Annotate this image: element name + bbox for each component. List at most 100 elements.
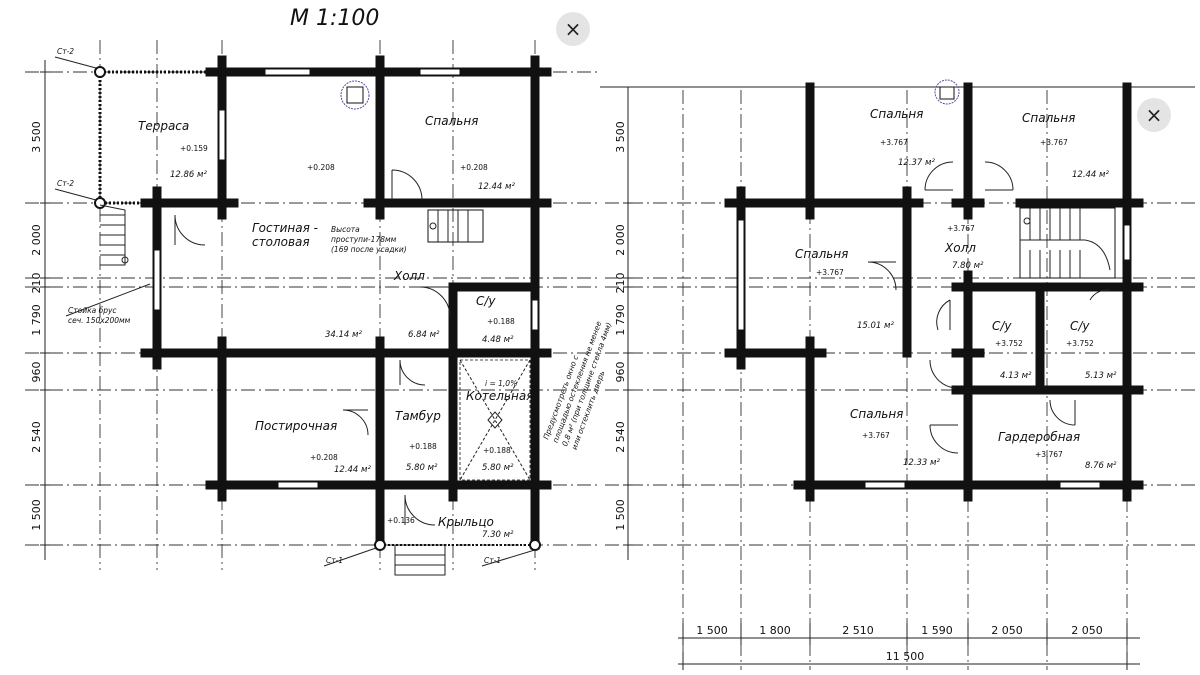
chimney-symbol bbox=[340, 80, 370, 110]
right-windows bbox=[737, 219, 1131, 489]
r-room-wardrobe-name: Гардеробная bbox=[998, 430, 1080, 444]
room-living-level: +0.208 bbox=[307, 163, 335, 172]
r-room-bed-bot-area: 12.33 м² bbox=[903, 458, 940, 468]
r-room-bed-bot-name: Спальня bbox=[850, 407, 903, 421]
porch-outline bbox=[374, 484, 541, 551]
room-living-name2: столовая bbox=[252, 235, 310, 249]
window-note: Предусмотреть окно с площадью остекления… bbox=[541, 320, 613, 451]
room-hall-area: 6.84 м² bbox=[408, 330, 440, 340]
room-living-area: 34.14 м² bbox=[325, 330, 362, 340]
r-room-wardrobe-level: +3.767 bbox=[1035, 450, 1063, 459]
boiler-room-hatch bbox=[459, 359, 531, 481]
dim-210: 210 bbox=[30, 273, 43, 294]
h-dim-2: 1 800 bbox=[759, 624, 791, 637]
room-laundry-name: Постирочная bbox=[255, 419, 337, 433]
r-room-hall-area: 7.80 м² bbox=[952, 261, 984, 271]
post-note-1: Стойка брус bbox=[68, 306, 117, 315]
r-dim-210: 210 bbox=[614, 273, 627, 294]
left-stairs bbox=[99, 204, 484, 576]
dim-2000: 2 000 bbox=[30, 224, 43, 256]
room-porch-name: Крыльцо bbox=[438, 515, 494, 529]
r-room-bed-bot-level: +3.767 bbox=[862, 431, 890, 440]
room-vestibule-level: +0.188 bbox=[409, 442, 437, 451]
r-room-bed-mid-l-area: 15.01 м² bbox=[857, 321, 894, 331]
left-doors bbox=[174, 169, 451, 526]
r-room-bed-mid-l-name: Спальня bbox=[795, 247, 848, 261]
room-terrace-name: Терраса bbox=[138, 119, 189, 133]
dim-2540: 2 540 bbox=[30, 421, 43, 453]
stair-note-2: проступи-178мм bbox=[331, 235, 397, 244]
room-porch-area: 7.30 м² bbox=[482, 530, 514, 540]
room-laundry-area: 12.44 м² bbox=[334, 465, 371, 475]
left-windows bbox=[153, 68, 539, 489]
left-axis-lines bbox=[25, 40, 600, 570]
room-living-name: Гостиная - bbox=[252, 221, 318, 235]
room-terrace-level: +0.159 bbox=[180, 144, 208, 153]
r-dim-2540: 2 540 bbox=[614, 421, 627, 453]
room-boiler-slope: i = 1,0% bbox=[485, 379, 517, 388]
r-room-wc-b-level: +3.752 bbox=[1066, 339, 1094, 348]
label-st1-left: Ст-1 bbox=[326, 556, 343, 565]
left-vertical-dimension: 3 500 2 000 210 1 790 960 2 540 1 500 bbox=[30, 60, 50, 560]
r-room-wardrobe-area: 8.76 м² bbox=[1085, 461, 1117, 471]
r-room-bed-mid-l-level: +3.767 bbox=[816, 268, 844, 277]
room-bedroom-level: +0.208 bbox=[460, 163, 488, 172]
room-porch-level: +0.136 bbox=[387, 516, 415, 525]
room-vestibule-name: Тамбур bbox=[395, 409, 441, 423]
h-dim-6: 2 050 bbox=[1071, 624, 1103, 637]
r-room-wc-a-area: 4.13 м² bbox=[1000, 371, 1032, 381]
dim-3500: 3 500 bbox=[30, 121, 43, 153]
label-st1-right: Ст-1 bbox=[484, 556, 501, 565]
room-wc-area: 4.48 м² bbox=[482, 335, 514, 345]
h-dim-3: 2 510 bbox=[842, 624, 874, 637]
stair-note-3: (169 после усадки) bbox=[331, 245, 407, 254]
r-dim-1790: 1 790 bbox=[614, 304, 627, 336]
r-room-bed-top-r-level: +3.767 bbox=[1040, 138, 1068, 147]
r-room-bed-top-l-name: Спальня bbox=[870, 107, 923, 121]
r-room-bed-top-l-level: +3.767 bbox=[880, 138, 908, 147]
r-dim-3500: 3 500 bbox=[614, 121, 627, 153]
right-horizontal-dimension: 1 500 1 800 2 510 1 590 2 050 2 050 11 5… bbox=[678, 623, 1140, 670]
r-room-wc-a-level: +3.752 bbox=[995, 339, 1023, 348]
h-dim-total: 11 500 bbox=[886, 650, 925, 663]
room-vestibule-area: 5.80 м² bbox=[406, 463, 438, 473]
right-vertical-dimension: 3 500 2 000 210 1 790 960 2 540 1 500 bbox=[614, 87, 633, 560]
room-wc-level: +0.188 bbox=[487, 317, 515, 326]
h-dim-4: 1 590 bbox=[921, 624, 953, 637]
r-room-bed-top-l-area: 12.37 м² bbox=[898, 158, 935, 168]
right-plan: 3 500 2 000 210 1 790 960 2 540 1 500 bbox=[600, 79, 1195, 670]
stair-note-1: Высота bbox=[331, 225, 360, 234]
close-button-left[interactable]: × bbox=[556, 12, 590, 46]
left-plan: М 1:100 bbox=[25, 6, 614, 576]
room-wc-name: С/у bbox=[476, 294, 496, 308]
room-boiler-area: 5.80 м² bbox=[482, 463, 514, 473]
r-room-wc-a-name: С/у bbox=[992, 319, 1012, 333]
r-room-hall-level: +3.767 bbox=[947, 224, 975, 233]
r-dim-960: 960 bbox=[614, 362, 627, 383]
dim-1790: 1 790 bbox=[30, 304, 43, 336]
right-chimney-symbol bbox=[934, 79, 960, 105]
h-dim-1: 1 500 bbox=[696, 624, 728, 637]
room-bedroom-name: Спальня bbox=[425, 114, 478, 128]
r-room-hall-name: Холл bbox=[944, 241, 976, 255]
room-bedroom-area: 12.44 м² bbox=[478, 182, 515, 192]
room-boiler-name: Котельная bbox=[466, 389, 533, 403]
room-laundry-level: +0.208 bbox=[310, 453, 338, 462]
close-button-right[interactable]: × bbox=[1137, 98, 1171, 132]
dim-960: 960 bbox=[30, 362, 43, 383]
r-room-bed-top-r-name: Спальня bbox=[1022, 111, 1075, 125]
dim-1500: 1 500 bbox=[30, 499, 43, 531]
label-st2-mid: Ст-2 bbox=[57, 179, 74, 188]
scale-title: М 1:100 bbox=[290, 6, 379, 31]
r-room-bed-top-r-area: 12.44 м² bbox=[1072, 170, 1109, 180]
room-boiler-level: +0.188 bbox=[483, 446, 511, 455]
post-note-2: сеч. 150х200мм bbox=[68, 316, 131, 325]
room-terrace-area: 12.86 м² bbox=[170, 170, 207, 180]
h-dim-5: 2 050 bbox=[991, 624, 1023, 637]
r-dim-2000: 2 000 bbox=[614, 224, 627, 256]
room-hall-name: Холл bbox=[393, 269, 425, 283]
r-room-wc-b-name: С/у bbox=[1070, 319, 1090, 333]
right-doors bbox=[867, 161, 1111, 454]
label-st2-top: Ст-2 bbox=[57, 47, 74, 56]
